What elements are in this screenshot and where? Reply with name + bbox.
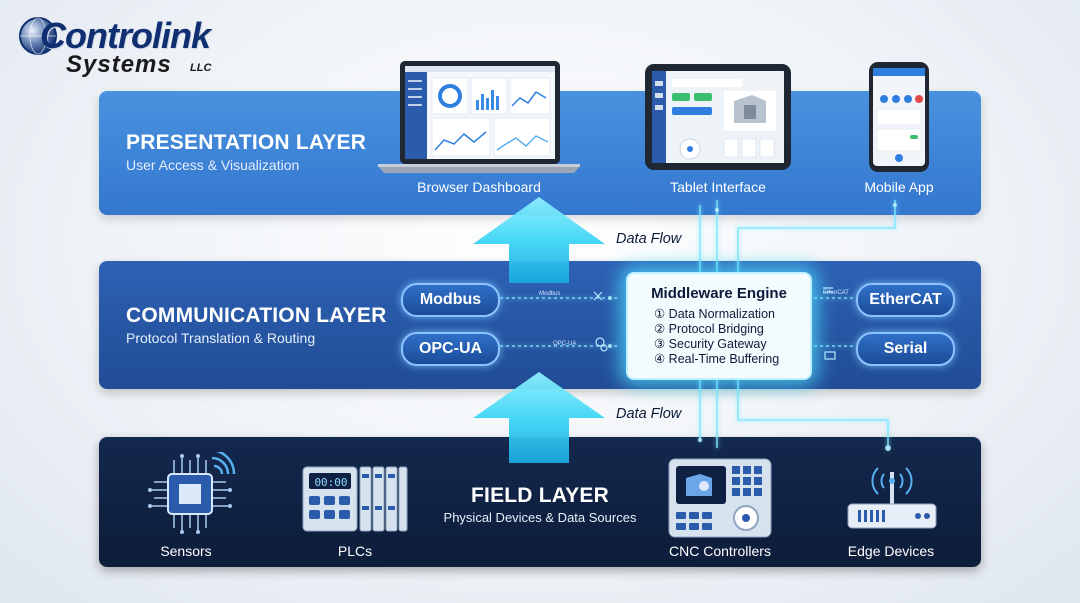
device-label-mobile-app: Mobile App	[864, 179, 934, 195]
tablet-interface-icon	[645, 64, 791, 170]
sensor-chip-icon	[148, 452, 236, 534]
protocol-modbus[interactable]: Modbus	[401, 283, 500, 317]
device-label-sensors: Sensors	[160, 543, 212, 559]
communication-layer-panel: COMMUNICATION LAYER Protocol Translation…	[99, 261, 981, 389]
logo-wordmark: Controlink	[40, 15, 211, 56]
field-layer-subtitle: Physical Devices & Data Sources	[443, 510, 637, 525]
protocol-opc-ua[interactable]: OPC-UA	[401, 332, 500, 366]
laptop-dashboard-icon	[378, 61, 580, 173]
logo-globe-icon	[19, 17, 57, 55]
data-flow-label-lower: Data Flow	[616, 406, 682, 422]
device-label-cnc-controllers: CNC Controllers	[669, 543, 771, 559]
protocol-serial[interactable]: Serial	[856, 332, 955, 366]
modbus-tag: Modbus	[539, 291, 561, 297]
edge-device-router-icon	[847, 467, 937, 529]
communication-layer-title: COMMUNICATION LAYER	[126, 304, 387, 327]
engine-item: ② Protocol Bridging	[654, 322, 764, 336]
communication-layer-subtitle: Protocol Translation & Routing	[126, 330, 316, 346]
engine-item: ④ Real-Time Buffering	[654, 352, 780, 366]
logo-suffix: LLC	[190, 62, 212, 74]
field-layer-title: FIELD LAYER	[471, 484, 609, 507]
protocol-ethercat[interactable]: EtherCAT	[856, 283, 955, 317]
opcua-tag: OPC-UA	[553, 341, 577, 347]
ethercat-tag: EtherCAT	[823, 290, 849, 296]
device-label-tablet-interface: Tablet Interface	[670, 179, 766, 195]
presentation-layer-subtitle: User Access & Visualization	[126, 157, 300, 173]
middleware-engine-title: Middleware Engine	[651, 285, 787, 302]
engine-item: ① Data Normalization	[654, 307, 775, 321]
plc-display-readout: 00:00	[314, 476, 348, 489]
plc-rack-icon	[302, 466, 408, 532]
device-label-edge-devices: Edge Devices	[847, 543, 935, 559]
engine-item: ③ Security Gateway	[654, 337, 767, 351]
mobile-app-icon	[869, 62, 929, 172]
middleware-engine-box: Middleware Engine ① Data Normalization ②…	[626, 272, 812, 380]
logo-subline: Systems	[66, 51, 172, 78]
presentation-layer-title: PRESENTATION LAYER	[126, 131, 367, 154]
device-label-browser-dashboard: Browser Dashboard	[417, 179, 541, 195]
cnc-controller-icon	[668, 458, 772, 538]
device-label-plcs: PLCs	[337, 543, 373, 559]
data-flow-label-upper: Data Flow	[616, 231, 682, 247]
